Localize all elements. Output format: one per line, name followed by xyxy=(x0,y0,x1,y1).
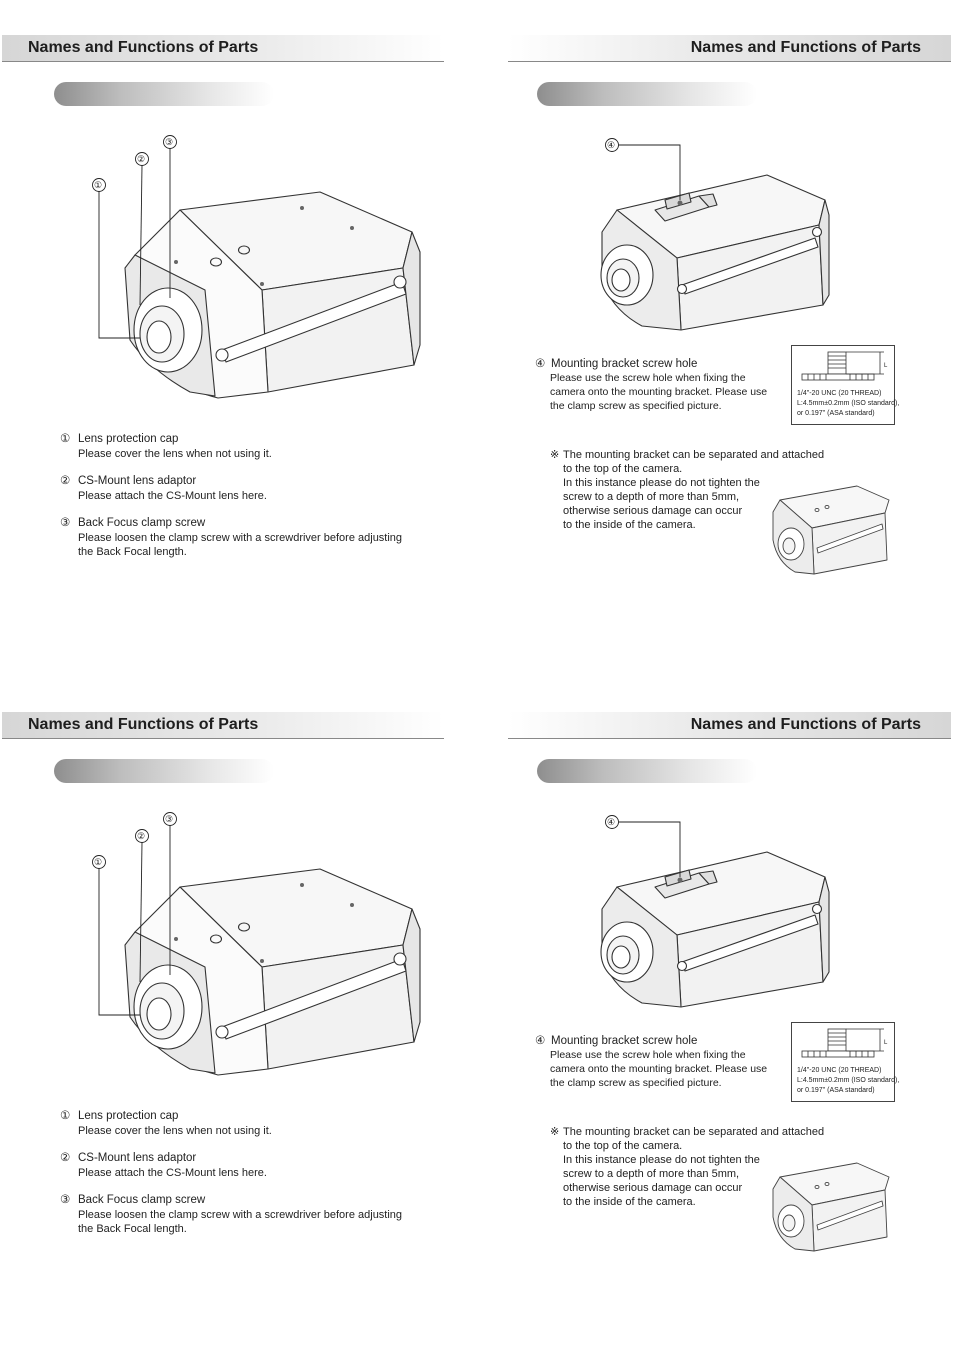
subheader-bar xyxy=(537,759,757,783)
note-line-3: In this instance please do not tighten t… xyxy=(563,477,760,489)
item-1-title: Lens protection cap xyxy=(78,1110,179,1122)
item-4-desc-1: Please use the screw hole when fixing th… xyxy=(550,372,746,384)
camera-front-illustration xyxy=(92,135,421,399)
item-2-desc: Please attach the CS-Mount lens here. xyxy=(78,490,267,502)
section-title: Names and Functions of Parts xyxy=(28,39,259,56)
camera-front-illustration xyxy=(92,812,421,1076)
item-3-desc-2: the Back Focal length. xyxy=(78,546,187,558)
section-header: Names and Functions of Parts xyxy=(2,35,444,62)
item-3-title: Back Focus clamp screw xyxy=(78,1194,206,1206)
camera-top-illustration xyxy=(600,138,890,575)
panel-top-right: Names and Functions of Parts xyxy=(477,0,954,675)
item-1-title: Lens protection cap xyxy=(78,433,179,445)
item-1-num: ① xyxy=(60,433,71,445)
panel-bottom-right: Names and Functions of Parts xyxy=(477,677,954,1352)
section-header: Names and Functions of Parts xyxy=(2,712,444,739)
item-3-desc-1: Please loosen the clamp screw with a scr… xyxy=(78,532,403,544)
item-3-desc-1: Please loosen the clamp screw with a scr… xyxy=(78,1209,403,1221)
item-3-num: ③ xyxy=(60,517,71,529)
item-1-desc: Please cover the lens when not using it. xyxy=(78,1125,272,1137)
spec-line-3: or 0.197" (ASA standard) xyxy=(797,1087,875,1094)
marker-1: ① xyxy=(94,180,103,190)
camera-top-illustration xyxy=(600,815,890,1252)
note-line-3: In this instance please do not tighten t… xyxy=(563,1154,760,1166)
spec-l-label: L xyxy=(884,363,888,369)
item-4-desc-1: Please use the screw hole when fixing th… xyxy=(550,1049,746,1061)
note-line-4: screw to a depth of more than 5mm, xyxy=(563,1168,740,1180)
note-line-2: to the top of the camera. xyxy=(563,1140,683,1152)
screw-drawing xyxy=(801,351,884,381)
item-4-num: ④ xyxy=(535,1035,546,1047)
item-4-desc-3: the clamp screw as specified picture. xyxy=(550,400,722,412)
subheader-bar xyxy=(537,82,757,106)
item-1-desc: Please cover the lens when not using it. xyxy=(78,448,272,460)
item-1-num: ① xyxy=(60,1110,71,1122)
screw-spec-diagram: L 1/4"-20 UNC (20 THREAD) L:4.5mm±0.2mm … xyxy=(791,345,899,425)
spec-line-2: L:4.5mm±0.2mm (ISO standard), xyxy=(797,400,900,407)
item-2-desc: Please attach the CS-Mount lens here. xyxy=(78,1167,267,1179)
item-4-num: ④ xyxy=(535,358,546,370)
marker-4: ④ xyxy=(607,817,616,827)
screw-spec-diagram: L 1/4"-20 UNC (20 THREAD) L:4.5mm±0.2mm … xyxy=(791,1022,899,1102)
subheader-bar xyxy=(54,82,274,106)
section-header: Names and Functions of Parts xyxy=(508,35,951,62)
section-header: Names and Functions of Parts xyxy=(508,712,951,739)
note-line-4: screw to a depth of more than 5mm, xyxy=(563,491,740,503)
item-4-title: Mounting bracket screw hole xyxy=(551,358,698,370)
note-mark: ※ xyxy=(550,449,560,461)
item-2-title: CS-Mount lens adaptor xyxy=(78,475,197,487)
section-title: Names and Functions of Parts xyxy=(28,716,259,733)
spec-line-1: 1/4"-20 UNC (20 THREAD) xyxy=(797,1067,882,1074)
note-line-5: otherwise serious damage can occur xyxy=(563,505,743,517)
marker-3: ③ xyxy=(165,814,174,824)
panel-top-left: Names and Functions of Parts xyxy=(0,0,477,675)
subheader-bar xyxy=(54,759,274,783)
marker-2: ② xyxy=(137,831,146,841)
panel-bottom-left: Names and Functions of Parts xyxy=(0,677,477,1352)
marker-3: ③ xyxy=(165,137,174,147)
item-3-desc-2: the Back Focal length. xyxy=(78,1223,187,1235)
note-line-1: The mounting bracket can be separated an… xyxy=(563,449,825,461)
spec-l-label: L xyxy=(884,1040,888,1046)
marker-4: ④ xyxy=(607,140,616,150)
item-4-desc-2: camera onto the mounting bracket. Please… xyxy=(550,386,768,398)
item-2-title: CS-Mount lens adaptor xyxy=(78,1152,197,1164)
spec-line-1: 1/4"-20 UNC (20 THREAD) xyxy=(797,390,882,397)
section-title: Names and Functions of Parts xyxy=(690,39,921,56)
spec-line-2: L:4.5mm±0.2mm (ISO standard), xyxy=(797,1077,900,1084)
note-line-6: to the inside of the camera. xyxy=(563,519,696,531)
spec-line-3: or 0.197" (ASA standard) xyxy=(797,410,875,417)
note-line-1: The mounting bracket can be separated an… xyxy=(563,1126,825,1138)
item-4-desc-3: the clamp screw as specified picture. xyxy=(550,1077,722,1089)
section-title: Names and Functions of Parts xyxy=(690,716,921,733)
item-2-num: ② xyxy=(60,475,71,487)
marker-2: ② xyxy=(137,154,146,164)
note-mark: ※ xyxy=(550,1126,560,1138)
item-4-title: Mounting bracket screw hole xyxy=(551,1035,698,1047)
item-3-num: ③ xyxy=(60,1194,71,1206)
note-line-5: otherwise serious damage can occur xyxy=(563,1182,743,1194)
item-4-desc-2: camera onto the mounting bracket. Please… xyxy=(550,1063,768,1075)
note-line-6: to the inside of the camera. xyxy=(563,1196,696,1208)
item-3-title: Back Focus clamp screw xyxy=(78,517,206,529)
item-2-num: ② xyxy=(60,1152,71,1164)
marker-1: ① xyxy=(94,857,103,867)
note-line-2: to the top of the camera. xyxy=(563,463,683,475)
screw-drawing xyxy=(801,1028,884,1058)
